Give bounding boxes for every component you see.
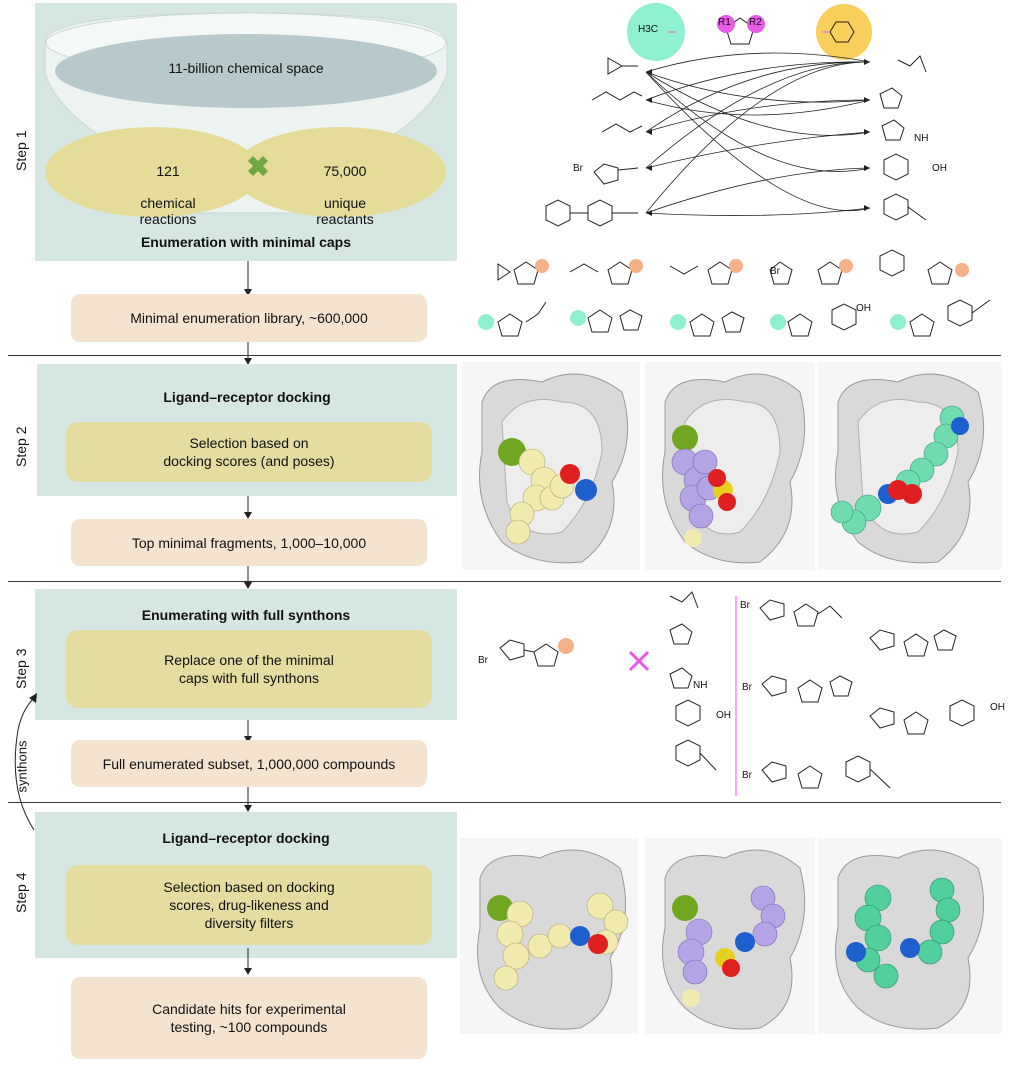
- r1-label: R1: [718, 17, 731, 28]
- minimal-library-box: Minimal enumeration library, ~600,000: [71, 294, 427, 342]
- docking-pose-3: [818, 362, 1002, 570]
- step2-selection-box: Selection based on docking scores (and p…: [66, 422, 432, 482]
- step3-replace-box: Replace one of the minimal caps with ful…: [66, 630, 432, 708]
- nh-label-pyrrole: NH: [914, 133, 929, 144]
- step2-panel-title: Ligand–receptor docking: [163, 389, 331, 405]
- synthons-label: synthons: [14, 740, 30, 793]
- r2-label: R2: [749, 17, 762, 28]
- full-subset-box: Full enumerated subset, 1,000,000 compou…: [71, 740, 427, 787]
- oh-label-phenol: OH: [932, 163, 947, 174]
- docking-pose-2: [645, 362, 815, 570]
- arrow-6: [244, 787, 252, 812]
- enumeration-scheme: [478, 3, 991, 337]
- step-2-label: Step 2: [13, 426, 29, 467]
- reactants-label: 75,000 unique reactants: [285, 147, 405, 243]
- methyl-label: H3C: [638, 24, 659, 35]
- step-3-label: Step 3: [13, 648, 29, 689]
- arrow-7: [244, 948, 252, 975]
- oh-label-product: OH: [856, 303, 871, 314]
- step3-panel-title: Enumerating with full synthons: [141, 607, 351, 623]
- synthons-loop-arrow: [14, 693, 37, 831]
- docking-pose-5: [645, 838, 815, 1034]
- docking-pose-4: [460, 838, 638, 1034]
- reaction-ellipses: [45, 127, 446, 217]
- step4-selection-box: Selection based on docking scores, drug-…: [66, 865, 432, 945]
- arrow-4: [244, 566, 252, 589]
- reactions-count: 121: [156, 163, 180, 179]
- arrow-2: [244, 342, 252, 365]
- reactants-text: unique reactants: [316, 195, 374, 227]
- oh-label-step3-p4: OH: [990, 702, 1005, 713]
- docking-pose-1: [462, 362, 640, 570]
- docking-pose-6: [818, 838, 1002, 1034]
- arrow-1: [244, 261, 252, 296]
- divider-step2-step3: [8, 581, 1001, 582]
- br-label-step3-p1: Br: [740, 600, 750, 611]
- oh-label-step3: OH: [716, 710, 731, 721]
- reactions-text: chemical reactions: [139, 195, 197, 227]
- br-label-thiophene: Br: [573, 163, 583, 174]
- divider-step3-step4: [8, 802, 1001, 803]
- br-label-step3-cap: Br: [478, 655, 488, 666]
- arrow-5: [244, 720, 252, 743]
- divider-step1-step2: [8, 355, 1001, 356]
- br-label-product: Br: [770, 266, 780, 277]
- candidate-hits-box: Candidate hits for experimental testing,…: [71, 977, 427, 1059]
- chemical-space-label: 11-billion chemical space: [168, 60, 324, 76]
- br-label-step3-p5: Br: [742, 770, 752, 781]
- top-fragments-box: Top minimal fragments, 1,000–10,000: [71, 519, 427, 566]
- nh-label-step3: NH: [693, 680, 708, 691]
- step4-panel-title: Ligand–receptor docking: [162, 830, 330, 846]
- reactions-label: 121 chemical reactions: [108, 147, 228, 243]
- step-1-label: Step 1: [13, 130, 29, 171]
- reactants-count: 75,000: [323, 163, 367, 179]
- step1-panel-title: Enumeration with minimal caps: [140, 234, 352, 250]
- br-label-step3-p3: Br: [742, 682, 752, 693]
- step3-scheme: [499, 591, 975, 796]
- step-4-label: Step 4: [13, 872, 29, 913]
- arrow-3: [244, 496, 252, 519]
- cross-icon: [248, 156, 268, 176]
